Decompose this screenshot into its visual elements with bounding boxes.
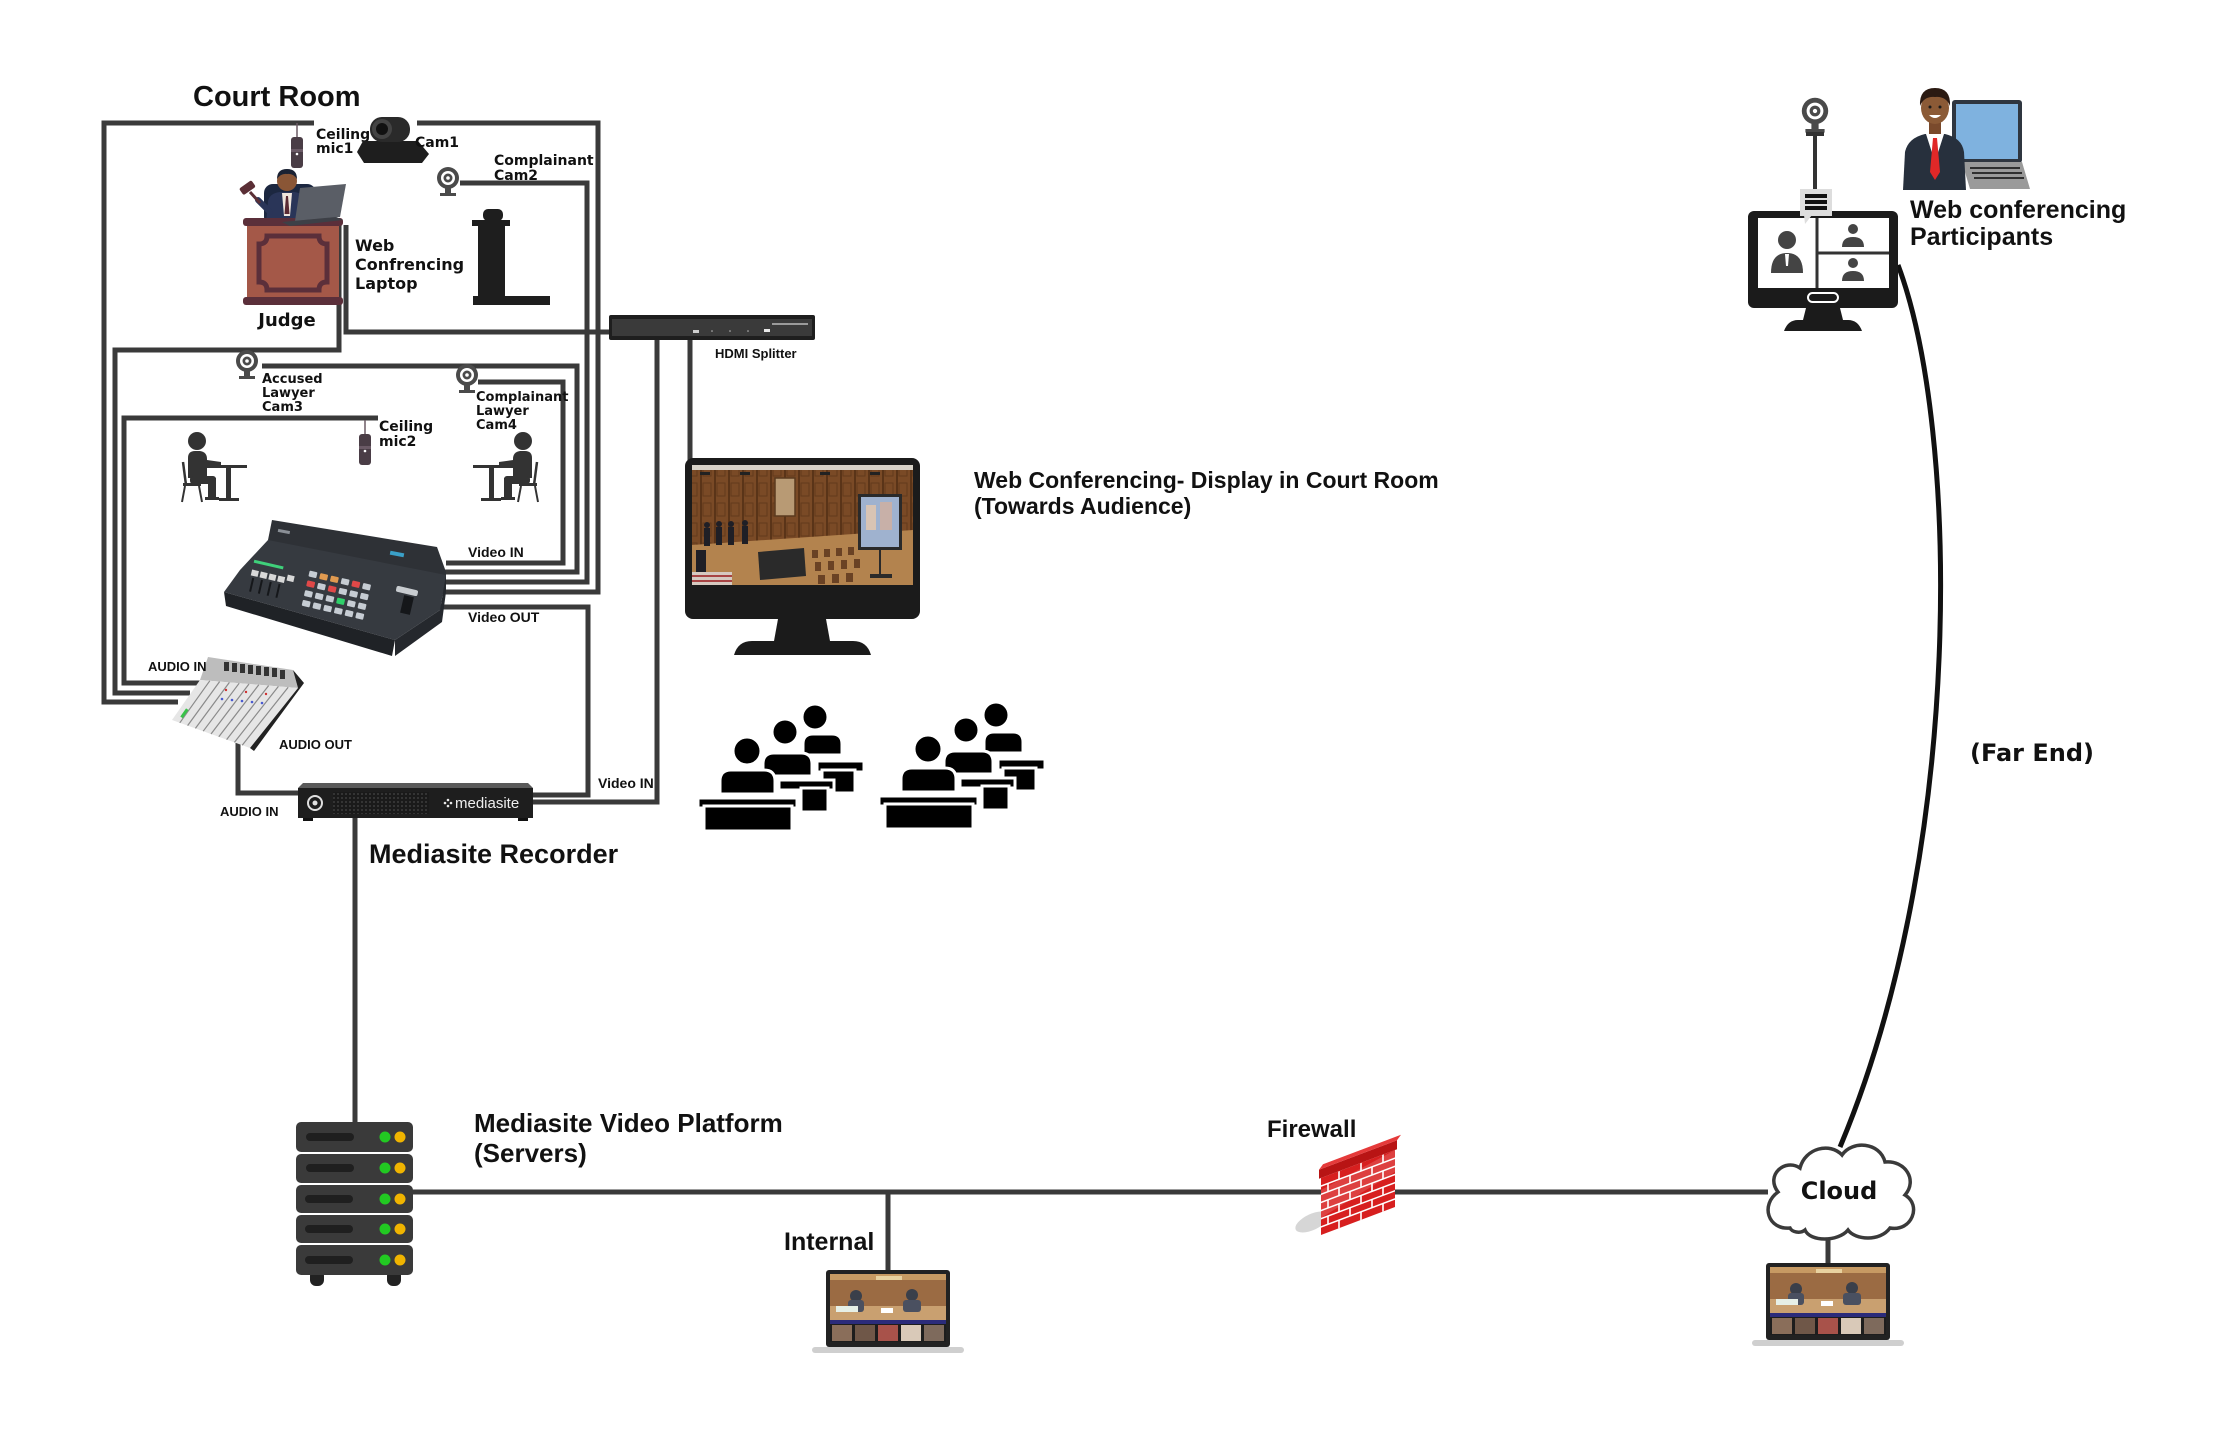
complainant-lawyer-cam4-label-line2: Lawyer bbox=[476, 404, 529, 419]
recorder-title: Mediasite Recorder bbox=[369, 839, 619, 869]
wire-ceiling-mic1-to-mixer bbox=[101, 120, 314, 705]
complainant-cam2-label-line1: Complainant bbox=[494, 153, 594, 169]
cloud-icon bbox=[1766, 1143, 1916, 1241]
complainant-cam2-webcam-icon bbox=[437, 167, 459, 196]
ceiling-mic2-icon bbox=[358, 419, 372, 466]
accused-lawyer-cam3-label-line1: Accused bbox=[262, 372, 323, 387]
platform-title-line1: Mediasite Video Platform bbox=[474, 1108, 783, 1138]
wires bbox=[101, 120, 1944, 1272]
display-label-line1: Web Conferencing- Display in Court Room bbox=[974, 467, 1439, 493]
web-conferencing-laptop-icon bbox=[282, 184, 346, 226]
participant-tile-icons bbox=[1771, 224, 1864, 281]
complainant-podium-icon bbox=[472, 209, 550, 305]
wire-cam4-to-switcher bbox=[446, 379, 566, 566]
display-label-line2: (Towards Audience) bbox=[974, 493, 1191, 519]
far-end-conference-monitor-icon bbox=[1748, 97, 1898, 331]
accused-lawyer-cam3-label-line2: Lawyer bbox=[262, 386, 315, 401]
far-end-label: (Far End) bbox=[1970, 739, 2094, 767]
wire-cam2-to-switcher bbox=[442, 180, 590, 585]
courtroom-display-screen-image bbox=[692, 465, 913, 585]
internal-label: Internal bbox=[784, 1228, 874, 1256]
cloud-label: Cloud bbox=[1801, 1177, 1878, 1205]
wire-cam3-to-switcher bbox=[262, 363, 580, 575]
server-unit bbox=[296, 1185, 413, 1213]
ceiling-mic2-label-line2: mic2 bbox=[379, 434, 416, 450]
switcher-video-out-label: Video OUT bbox=[468, 609, 540, 625]
complainant-lawyer-cam4-label-line1: Complainant bbox=[476, 390, 569, 405]
wire-cam1-to-switcher bbox=[417, 120, 601, 595]
complainant-lawyer-seated-icon bbox=[471, 430, 540, 504]
cam1-label: Cam1 bbox=[415, 135, 459, 151]
recorder-logo-icon bbox=[307, 795, 323, 811]
mediasite-server-rack-icon bbox=[296, 1122, 413, 1286]
wire-laptop-audio-to-mixer bbox=[112, 225, 342, 696]
complainant-lawyer-cam4-label-line3: Cam4 bbox=[476, 418, 517, 433]
remote-participant-with-laptop-icon bbox=[1903, 88, 2030, 190]
ptz-camera-cam1-icon bbox=[357, 117, 429, 163]
wire-far-end-link bbox=[1837, 264, 1944, 1148]
recorder-brand-label: mediasite bbox=[455, 795, 519, 812]
firewall-label: Firewall bbox=[1267, 1116, 1356, 1143]
courtroom-display-monitor-icon bbox=[685, 458, 920, 655]
ceiling-mic1-label-line2: mic1 bbox=[316, 141, 353, 157]
participants-label-line1: Web conferencing bbox=[1910, 196, 2126, 224]
audience-group-2-icon bbox=[877, 700, 1047, 831]
far-end-webcam-icon bbox=[1801, 97, 1829, 133]
wire-ceiling-mic2-to-mixer bbox=[121, 415, 378, 686]
web-conf-laptop-label-line3: Laptop bbox=[355, 274, 418, 293]
ceiling-mic1-icon bbox=[290, 122, 304, 169]
server-unit bbox=[296, 1122, 413, 1152]
audience-group-1-icon bbox=[696, 702, 866, 833]
external-viewer-laptop-icon bbox=[1752, 1263, 1904, 1346]
switcher-video-in-label: Video IN bbox=[468, 544, 524, 560]
hdmi-splitter-label: HDMI Splitter bbox=[715, 346, 797, 361]
web-conf-laptop-label-line2: Confrencing bbox=[355, 255, 464, 274]
recorder-video-in-label: Video IN bbox=[598, 775, 654, 791]
wire-laptop-video-to-splitter bbox=[343, 225, 612, 335]
mixer-audio-in-label: AUDIO IN bbox=[148, 659, 207, 674]
server-unit bbox=[296, 1245, 413, 1275]
chat-bubble-icon bbox=[1800, 189, 1832, 224]
t-bar-handle bbox=[396, 586, 418, 596]
complainant-lawyer-cam4-webcam-icon bbox=[456, 364, 478, 393]
recorder-audio-in-label: AUDIO IN bbox=[220, 804, 279, 819]
accused-lawyer-cam3-label-line3: Cam3 bbox=[262, 400, 303, 415]
participants-label-line2: Participants bbox=[1910, 223, 2053, 251]
audio-mixer-icon bbox=[172, 657, 304, 751]
internal-viewer-laptop-icon bbox=[812, 1270, 964, 1353]
web-conf-laptop-label-line1: Web bbox=[355, 236, 394, 255]
accused-lawyer-cam3-webcam-icon bbox=[236, 350, 258, 379]
firewall-icon bbox=[1295, 1134, 1401, 1235]
mediasite-dots-icon bbox=[443, 798, 453, 808]
wire-switcher-video-out-to-recorder bbox=[430, 604, 591, 798]
court-room-title: Court Room bbox=[193, 81, 361, 113]
accused-lawyer-seated-icon bbox=[180, 430, 249, 504]
judge-label: Judge bbox=[256, 310, 316, 331]
hdmi-splitter-icon bbox=[609, 315, 815, 340]
platform-title-line2: (Servers) bbox=[474, 1138, 587, 1168]
wire-mixer-audio-out-to-recorder bbox=[235, 740, 300, 796]
mediasite-recorder-icon bbox=[298, 783, 533, 821]
server-unit bbox=[296, 1154, 413, 1183]
complainant-cam2-label-line2: Cam2 bbox=[494, 168, 538, 184]
ceiling-mic2-label-line1: Ceiling bbox=[379, 419, 433, 435]
ceiling-mic1-label-line1: Ceiling bbox=[316, 127, 370, 143]
server-unit bbox=[296, 1215, 413, 1243]
video-switcher-icon bbox=[224, 520, 446, 656]
mixer-audio-out-label: AUDIO OUT bbox=[279, 737, 352, 752]
wire-splitter-to-recorder bbox=[530, 338, 660, 805]
